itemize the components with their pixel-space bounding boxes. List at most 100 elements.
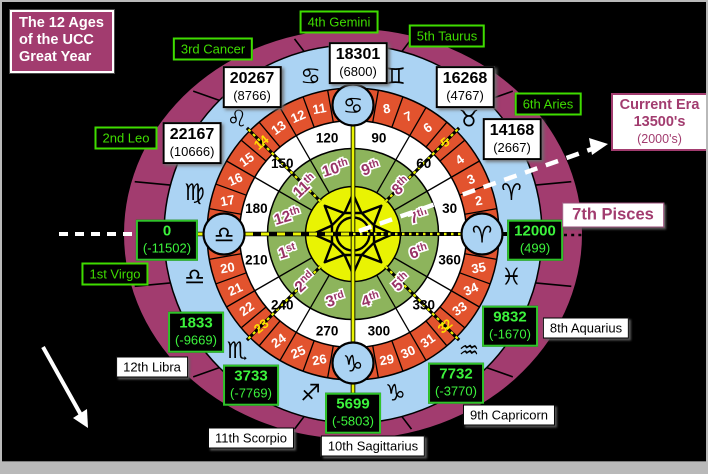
ring-number: 20: [219, 259, 236, 276]
age-prior-year: (-1670): [489, 326, 531, 342]
age-prior-year: (-3770): [435, 383, 477, 399]
age-year-box-4th: 18301(6800): [328, 42, 388, 84]
ring-number: 8: [382, 101, 392, 117]
ring-number: 21: [226, 279, 245, 299]
age-start-year: 22167: [169, 126, 215, 144]
age-name-label-12th: 12th Libra: [116, 356, 188, 378]
degree-ring-divider: [426, 176, 452, 192]
age-year-box-11th: 3733(-7769): [223, 364, 279, 406]
ring-number: 11: [311, 100, 327, 117]
ordinal-ring-divider: [376, 159, 397, 194]
ring-number: 25: [289, 342, 308, 362]
age-ring-divider: [401, 416, 413, 430]
age-ring-divider: [535, 180, 572, 186]
number-ring-divider: [327, 90, 334, 123]
age-ring-divider: [134, 282, 171, 288]
ring-number: 2: [474, 193, 484, 209]
age-start-year: 1833: [179, 314, 213, 332]
number-ring-divider: [215, 272, 247, 285]
age-name-label-11th: 11th Scorpio: [207, 427, 295, 449]
leo-glyph: ♌: [227, 106, 248, 132]
ordinal-ring-divider: [393, 190, 428, 211]
precession-arrow-shaft: [41, 346, 83, 416]
age-name-label-2nd: 2nd Leo: [94, 126, 158, 150]
ring-number: 16: [226, 169, 245, 189]
age-name-label-8th: 8th Aquarius: [542, 317, 630, 339]
age-name-label-10th: 10th Sagittarius: [320, 435, 426, 457]
ordinal-ring-divider: [393, 257, 428, 278]
age-prior-year: (6800): [339, 64, 377, 80]
degree-label: 60: [416, 156, 431, 171]
number-ring-divider: [240, 306, 267, 329]
degree-label: 90: [371, 130, 386, 145]
bottom-bar: [2, 461, 706, 472]
age-year-box-2nd: 22167(10666): [162, 122, 222, 164]
number-ring-divider: [226, 290, 256, 308]
cardinal-circle-cancer: [331, 83, 375, 127]
ordinal-ring-divider: [278, 257, 313, 278]
ring-number: 33: [449, 298, 469, 319]
age-start-year: 3733: [234, 367, 268, 385]
degree-label: 120: [316, 130, 339, 145]
age-name-label-9th: 9th Capricorn: [462, 404, 556, 426]
degree-ring-divider: [254, 176, 280, 192]
age-start-year: 16268: [442, 70, 488, 88]
virgo-glyph: ♍: [184, 180, 205, 206]
degree-label: 270: [316, 323, 339, 338]
number-ring-divider: [240, 139, 267, 162]
ring-number: 31: [417, 330, 437, 351]
age-ring-divider: [293, 38, 305, 52]
scorpio-glyph: ♏: [227, 338, 248, 364]
number-ring-divider: [464, 253, 497, 260]
age-name-label-4th: 4th Gemini: [299, 10, 379, 34]
ring-number: 12: [289, 107, 308, 127]
number-ring-divider: [258, 121, 281, 148]
cardinal-circle-capricorn: [331, 341, 375, 385]
current-era-arrow-shaft: [358, 146, 593, 234]
taurus-glyph: ♉: [459, 106, 480, 132]
current-era-callout: Current Era 13500's (2000's): [611, 93, 706, 152]
cancer-glyph: ♋: [300, 64, 321, 90]
sun-ray-icon: [323, 241, 346, 264]
age-ring-divider: [192, 366, 220, 378]
number-ring-divider: [409, 331, 427, 361]
cross-quarter-line: [246, 127, 322, 203]
degree-label: 300: [368, 323, 391, 338]
number-ring-divider: [439, 139, 466, 162]
sun-ray-icon: [360, 241, 383, 264]
number-ring-divider: [327, 345, 334, 378]
age-year-box-7th: 12000(499): [507, 219, 563, 261]
number-ring-divider: [215, 183, 247, 196]
age-year-box-5th: 16268(4767): [435, 66, 495, 108]
ring-number: 26: [311, 351, 328, 368]
number-ring-divider: [464, 208, 497, 215]
number-ring-divider: [258, 320, 281, 347]
number-ring-divider: [391, 340, 404, 372]
age-prior-year: (8766): [233, 88, 271, 104]
age-prior-year: (-5803): [332, 413, 374, 429]
age-start-year: 12000: [514, 222, 556, 240]
aquarius-glyph: ♒: [459, 338, 480, 364]
cardinal-circle-libra: [202, 212, 246, 256]
age-prior-year: (2667): [493, 140, 531, 156]
degree-label: 150: [271, 156, 294, 171]
sun-ray-icon: [360, 204, 383, 227]
age-year-box-9th: 7732(-3770): [428, 362, 484, 404]
number-ring-divider: [425, 320, 448, 347]
number-ring-divider: [459, 272, 491, 285]
ring-number: 29: [378, 351, 395, 368]
age-prior-year: (10666): [169, 144, 215, 160]
age-name-label-1st: 1st Virgo: [81, 262, 149, 286]
sun-ray-icon: [323, 204, 346, 227]
degree-label: 330: [412, 298, 435, 313]
age-name-label-3rd: 3rd Cancer: [172, 37, 254, 61]
age-ring-divider: [192, 90, 220, 102]
age-start-year: 7732: [439, 365, 473, 383]
ordinal-ring-divider: [278, 190, 313, 211]
degree-ring-divider: [426, 276, 452, 292]
diagram-title: The 12 Ages of the UCC Great Year: [9, 8, 115, 75]
aries-cardinal-glyph: ♈: [472, 222, 493, 248]
age-prior-year: (-9669): [175, 332, 217, 348]
number-ring-divider: [391, 96, 404, 128]
